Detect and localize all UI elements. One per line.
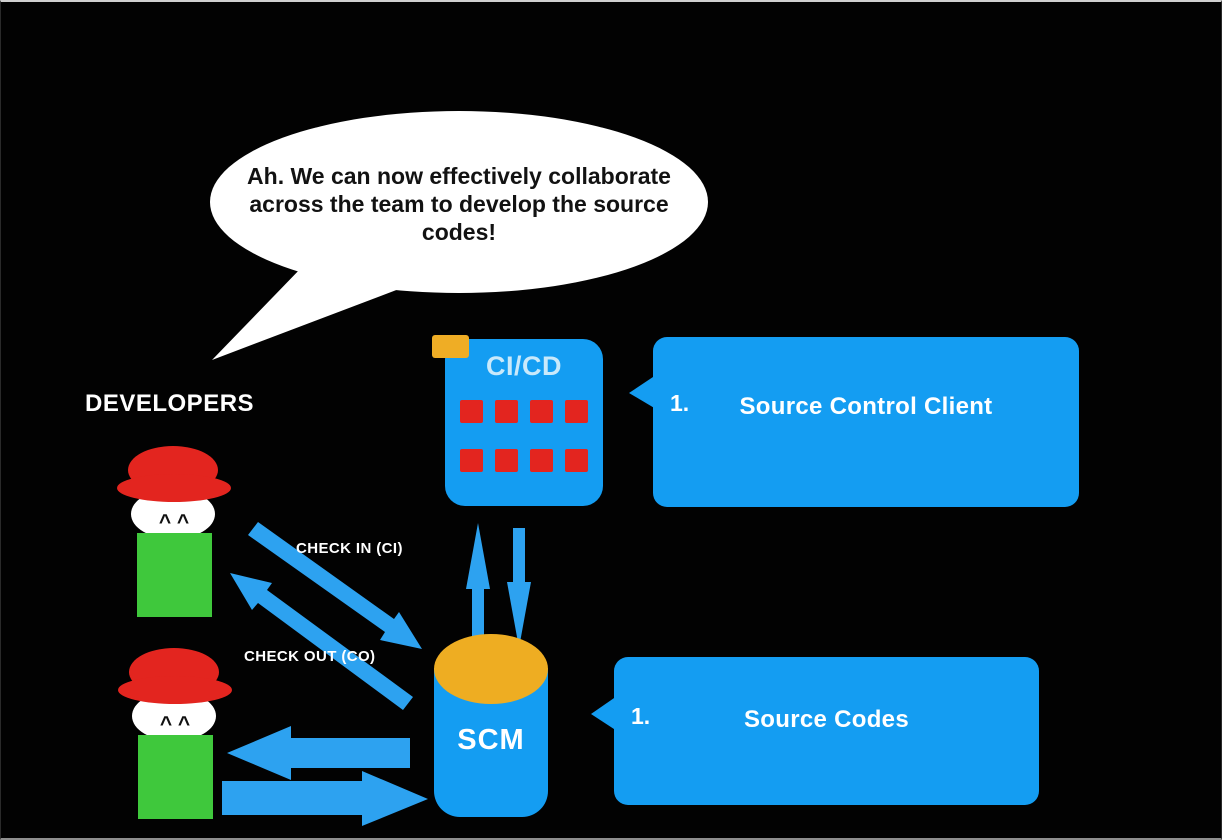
cicd-status-row — [460, 449, 588, 472]
speech-bubble-line: codes! — [421, 219, 497, 245]
cicd-title: CI/CD — [486, 351, 562, 381]
cicd-corner-tab — [432, 335, 469, 358]
cicd-to-scm-arrow — [507, 528, 531, 648]
speech-bubble-text: Ah. We can now effectively collaborate a… — [239, 162, 679, 246]
scm-to-cicd-arrow — [466, 523, 490, 642]
check-in-label: CHECK IN (CI) — [296, 540, 403, 557]
developer-body — [138, 735, 213, 819]
build-status-square — [565, 400, 588, 423]
speech-bubble-line: across the team to develop the source — [249, 191, 669, 217]
source-control-client-callout: 1. Source Control Client — [653, 337, 1079, 507]
cicd-box: CI/CD — [445, 339, 603, 506]
source-control-client-callout-tail — [629, 375, 656, 409]
speech-bubble — [210, 111, 708, 360]
callout-number: 1. — [670, 390, 690, 416]
developer-hat-brim — [117, 474, 231, 502]
build-status-square — [530, 449, 553, 472]
scm-label: SCM — [457, 724, 525, 756]
callout-label: Source Codes — [744, 706, 909, 733]
scm-to-developer-arrow — [227, 726, 410, 780]
source-codes-callout: 1. Source Codes — [614, 657, 1039, 805]
build-status-square — [495, 449, 518, 472]
check-out-label: CHECK OUT (CO) — [244, 648, 376, 665]
speech-bubble-tail — [212, 266, 399, 360]
check-out-arrow — [230, 573, 413, 710]
developer-eyes: ^ ^ — [159, 511, 189, 534]
build-status-square — [565, 449, 588, 472]
cicd-status-row — [460, 400, 588, 423]
build-status-square — [495, 400, 518, 423]
build-status-square — [460, 449, 483, 472]
scm-cylinder-top — [434, 634, 548, 704]
build-status-square — [530, 400, 553, 423]
callout-number: 1. — [631, 703, 651, 729]
speech-bubble-line: Ah. We can now effectively collaborate — [247, 163, 671, 189]
developers-heading: DEVELOPERS — [85, 390, 255, 417]
developer-to-scm-arrow — [222, 771, 428, 826]
speech-bubble-body — [210, 111, 708, 293]
source-codes-callout-tail — [591, 696, 617, 731]
developer-figure-1: ^ ^ — [117, 446, 231, 617]
build-status-square — [460, 400, 483, 423]
developer-body — [137, 533, 212, 617]
developer-eyes: ^ ^ — [160, 713, 190, 736]
developer-figure-2: ^ ^ — [118, 648, 232, 819]
developer-face — [131, 489, 215, 539]
developer-face — [132, 691, 216, 741]
callout-label: Source Control Client — [739, 393, 993, 420]
check-in-arrow — [248, 522, 422, 649]
developer-hat-brim — [118, 676, 232, 704]
